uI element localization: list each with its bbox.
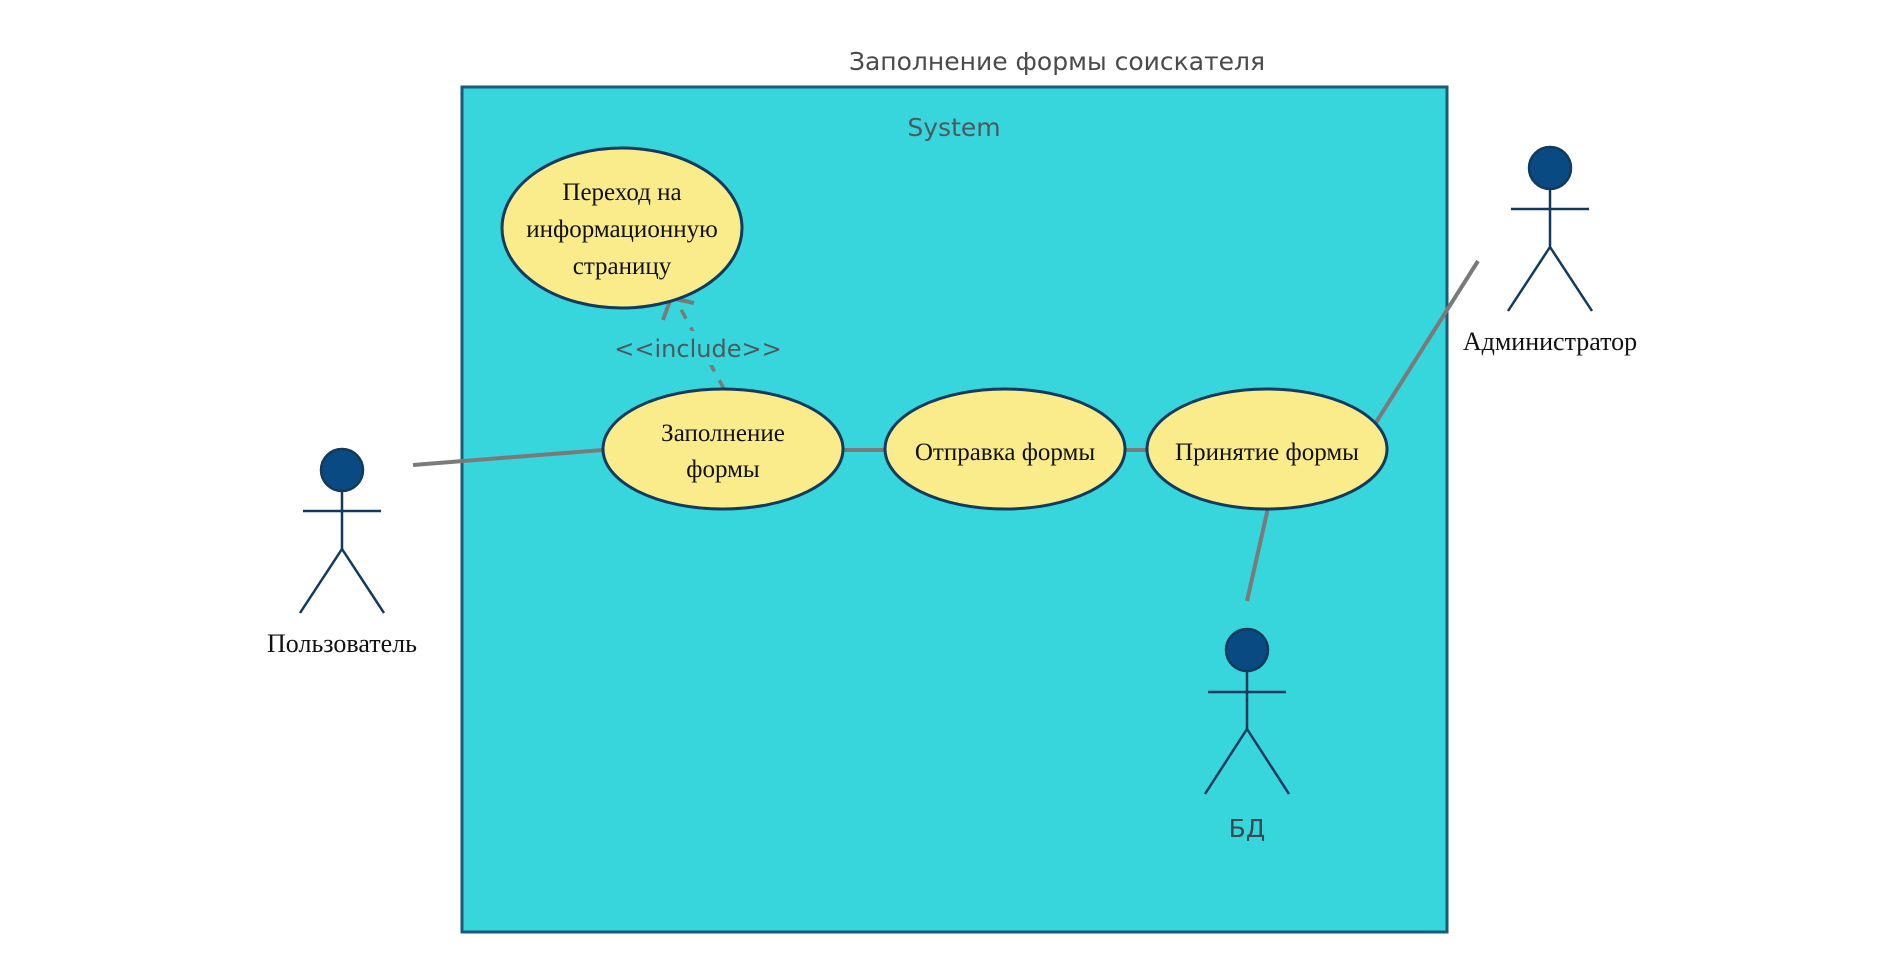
actor-admin[interactable]: Администратор (1463, 145, 1637, 356)
association-accept-admin (1373, 259, 1480, 426)
use-case-fill-form-line-1: Заполнение (661, 420, 785, 447)
use-case-accept-form-label: Принятие формы (1175, 439, 1359, 466)
actor-user-head (319, 447, 365, 493)
actor-db[interactable]: БД (1203, 627, 1291, 843)
actor-db-label: БД (1229, 814, 1266, 843)
actor-db-legs (1203, 726, 1291, 795)
use-case-fill-form-line-2: формы (686, 456, 760, 483)
association-accept-db (1245, 507, 1270, 602)
use-case-info-page[interactable]: Переход на информационную страницу (500, 146, 744, 310)
system-label: System (907, 113, 1000, 142)
use-case-send-form[interactable]: Отправка формы (883, 387, 1127, 511)
association-user-fill-form (412, 448, 604, 467)
include-label: <<include>> (614, 335, 781, 363)
diagram-title: Заполнение формы соискателя (849, 47, 1265, 76)
actor-user[interactable]: Пользователь (267, 447, 417, 658)
use-case-info-page-line-2: информационную (526, 216, 718, 243)
actor-admin-head (1527, 145, 1573, 191)
use-case-send-form-label: Отправка формы (915, 439, 1096, 466)
include-label-bg (617, 331, 775, 365)
actor-user-label: Пользователь (267, 629, 417, 658)
actor-admin-legs (1506, 244, 1594, 312)
use-case-accept-form[interactable]: Принятие формы (1145, 387, 1389, 511)
use-case-info-page-line-1: Переход на (562, 179, 681, 206)
use-case-fill-form[interactable]: Заполнение формы (601, 387, 845, 511)
actor-user-legs (298, 546, 386, 614)
actor-db-head (1224, 627, 1270, 673)
actor-admin-label: Администратор (1463, 327, 1637, 356)
use-case-info-page-line-3: страницу (573, 253, 672, 280)
